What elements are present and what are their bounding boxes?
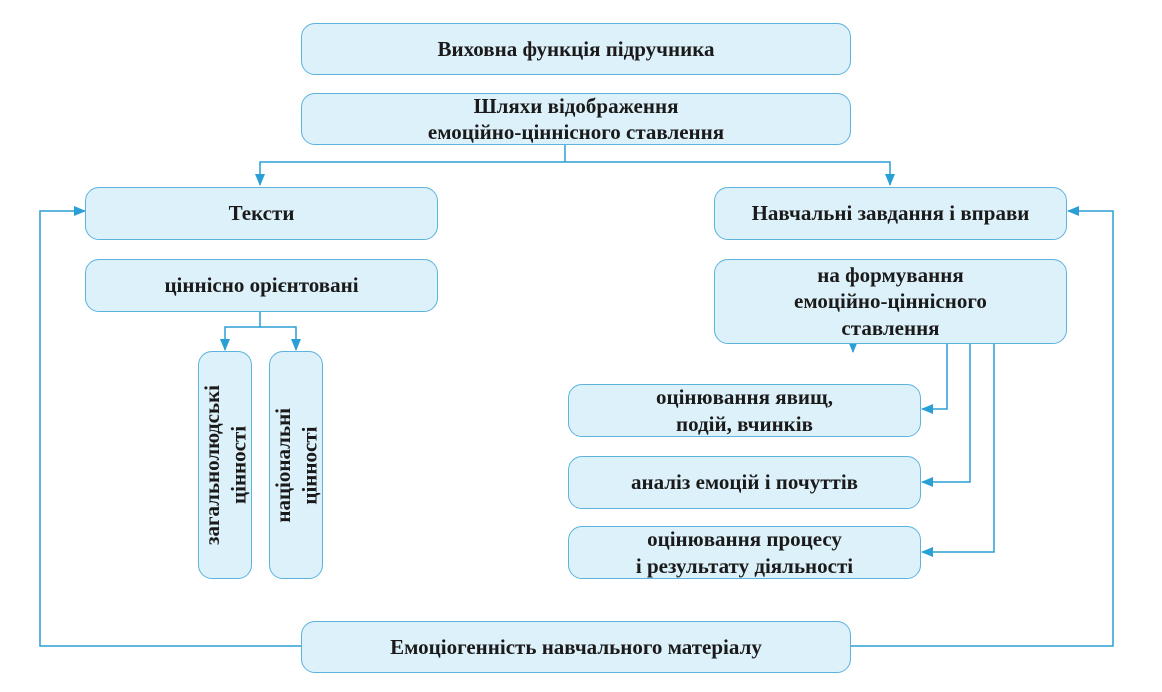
node-top-title: Виховна функція підручника [301,23,851,75]
node-evaluating-phenomena-label: оцінювання явищ, подій, вчинків [655,385,833,436]
connector-values-national [260,326,301,351]
node-ways-label: Шляхи відображення емоційно-ціннісного с… [427,93,725,144]
node-evaluating-phenomena: оцінювання явищ, подій, вчинків [568,384,921,437]
node-texts: Тексти [85,187,438,240]
connector-formation-to-process [921,344,995,557]
node-tasks: Навчальні завдання і вправи [714,187,1067,240]
node-evaluating-process: оцінювання процесу і результату діяльнос… [568,526,921,579]
connector-formation-to-phenomena [921,344,948,414]
node-ways: Шляхи відображення емоційно-ціннісного с… [301,93,851,145]
node-universal-values: загальнолюдські цінності [198,351,252,579]
connector-ways-to-tasks [565,161,895,186]
node-top-title-label: Виховна функція підручника [437,36,715,61]
node-national-values: національні цінності [269,351,323,579]
node-value-oriented: ціннісно орієнтовані [85,259,438,312]
node-universal-values-label: загальнолюдські цінності [199,385,250,545]
node-evaluating-process-label: оцінювання процесу і результату діяльнос… [635,527,854,578]
node-emotionality-label: Емоціогенність навчального матеріалу [390,634,762,659]
node-value-oriented-label: ціннісно орієнтовані [164,273,359,298]
node-tasks-label: Навчальні завдання і вправи [751,201,1030,226]
connector-values-split [220,312,261,351]
node-emotionality: Емоціогенність навчального матеріалу [301,621,851,673]
connector-formation-to-emotions [921,344,971,487]
node-national-values-label: національні цінності [270,407,321,523]
node-analysis-emotions-label: аналіз емоцій і почуттів [630,470,858,495]
node-texts-label: Тексти [228,201,295,226]
node-formation: на формування емоційно-ціннісного ставле… [714,259,1067,344]
node-analysis-emotions: аналіз емоцій і почуттів [568,456,921,509]
node-formation-label: на формування емоційно-ціннісного ставле… [794,263,987,340]
connector-ways-to-texts [255,161,565,186]
